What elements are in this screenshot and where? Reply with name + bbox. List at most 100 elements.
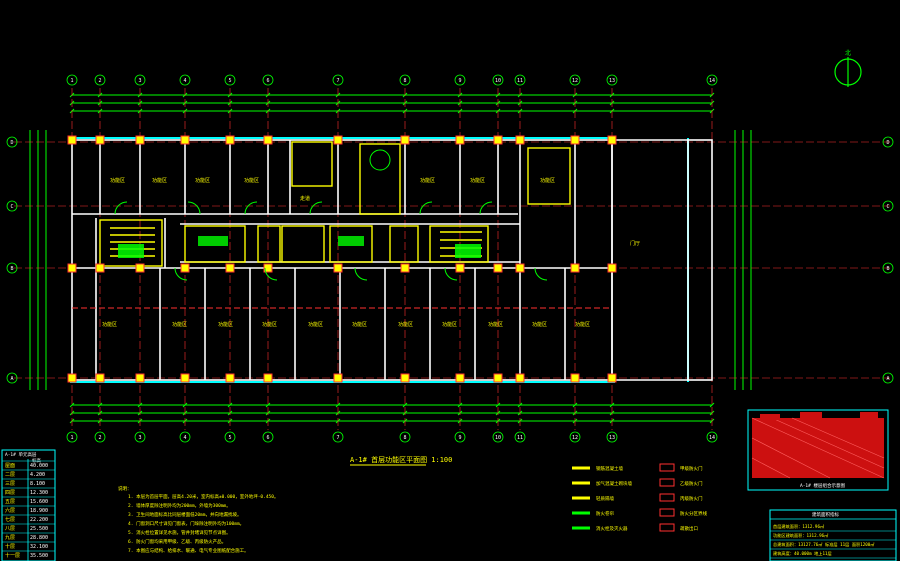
axis-bubble-label: 6: [266, 78, 269, 84]
axis-bubble-label: 5: [228, 435, 231, 441]
axis-bubble-label: 10: [495, 435, 501, 441]
legend-swatch: [659, 523, 675, 532]
axis-bubble-label: A: [10, 376, 13, 382]
axis-bubble-label: 8: [403, 435, 406, 441]
column: [333, 263, 343, 273]
axis-bubble-label: 11: [517, 435, 523, 441]
axis-bubble-label: 4: [183, 435, 186, 441]
note-line: 1. 本层为首层平面，层高4.20米，室内标高±0.000，室外地坪-0.450…: [128, 493, 278, 500]
axis-bubble: [94, 431, 106, 443]
column: [225, 373, 235, 383]
axis-bubble-label: 14: [709, 435, 715, 441]
column: [607, 373, 617, 383]
general-notes: 说明： 1. 本层为首层平面，层高4.20米，室内标高±0.000，室外地坪-0…: [118, 485, 278, 554]
elevation-value: 12.300: [30, 490, 48, 496]
axis-bubble: [224, 431, 236, 443]
column: [570, 373, 580, 383]
dimension-tick: [137, 402, 143, 408]
axis-bubble-label: 4: [183, 78, 186, 84]
column: [493, 263, 503, 273]
axis-bubble: [492, 74, 504, 86]
axis-bubble-label: A: [886, 376, 889, 382]
elevation-value: 32.100: [30, 544, 48, 550]
legend-label: 丙级防火门: [680, 495, 703, 502]
column: [400, 263, 410, 273]
column: [570, 135, 580, 145]
column: [95, 373, 105, 383]
elevation-floor: 屋面: [5, 463, 15, 469]
axis-bubble-label: 2: [98, 78, 101, 84]
legend-label: 加气混凝土砌块墙: [596, 480, 632, 487]
key-plan: A-1# 楼层组合示意图: [747, 409, 889, 491]
column: [455, 135, 465, 145]
dimension-tick: [97, 402, 103, 408]
axis-bubble: [6, 262, 18, 274]
axis-bubble: [706, 431, 718, 443]
info-line: 总建筑面积：13127.76㎡ 标准层 11层 面积1200㎡: [773, 541, 875, 548]
column: [493, 135, 503, 145]
axis-bubble: [6, 372, 18, 384]
svg-text:功能区: 功能区: [575, 321, 590, 328]
axis-bubble-label: 7: [336, 435, 339, 441]
column: [263, 373, 273, 383]
note-line: 2. 墙体厚度除注明外均为200mm，外墙为300mm。: [128, 502, 231, 509]
axis-bubble: [882, 200, 894, 212]
axis-bubble-label: C: [886, 204, 889, 210]
column: [67, 263, 77, 273]
column: [333, 373, 343, 383]
info-line: 首层建筑面积：1312.96㎡: [773, 523, 825, 530]
elevation-floor: 十一层: [5, 552, 20, 559]
elevation-floor: 二层: [5, 472, 15, 478]
axis-bubble: [332, 74, 344, 86]
axis-bubble: [399, 431, 411, 443]
axis-bubble: [94, 74, 106, 86]
column: [493, 373, 503, 383]
info-line: 功能区建筑面积：1312.96㎡: [773, 532, 829, 539]
axis-bubble-label: 3: [138, 78, 141, 84]
svg-text:功能区: 功能区: [172, 321, 187, 328]
column: [135, 373, 145, 383]
elevation-floor: 六层: [5, 507, 15, 514]
legend-swatch: [659, 463, 675, 472]
svg-text:功能区: 功能区: [262, 321, 277, 328]
svg-text:功能区: 功能区: [110, 177, 125, 184]
dimension-tick: [609, 402, 615, 408]
axis-bubble: [179, 431, 191, 443]
doors: [114, 149, 548, 281]
note-line: 7. 本图应与结构、给排水、暖通、电气专业图纸配合施工。: [128, 547, 249, 554]
axis-bubble: [882, 136, 894, 148]
legend-label: 防火卷帘: [596, 510, 614, 517]
axis-bubble: [882, 372, 894, 384]
axis-bubble-label: D: [886, 140, 889, 146]
elevation-value: 22.200: [30, 517, 48, 523]
column: [225, 263, 235, 273]
axis-bubble-label: B: [886, 266, 889, 272]
elevation-value: 40.000: [30, 463, 48, 469]
info-block-title: 建筑面积指标: [812, 511, 839, 518]
dimension-tick: [227, 402, 233, 408]
column: [400, 373, 410, 383]
dimension-tick: [402, 402, 408, 408]
axis-bubble-label: 1: [70, 435, 73, 441]
column: [607, 135, 617, 145]
column: [135, 135, 145, 145]
axis-bubble-label: C: [10, 204, 13, 210]
legend-label: 疏散出口: [680, 525, 698, 532]
legend-swatch: [659, 508, 675, 517]
svg-text:功能区: 功能区: [218, 321, 233, 328]
legend-label: 甲级防火门: [680, 465, 703, 472]
svg-text:功能区: 功能区: [102, 321, 117, 328]
elevation-floor: 五层: [5, 499, 15, 505]
elevation-floor: 七层: [5, 516, 15, 523]
elevation-table-header-label: A-1# 单元高层: [5, 451, 37, 458]
info-line: 建筑高度：40.000m 地上11层: [773, 550, 832, 557]
svg-text:功能区: 功能区: [470, 177, 485, 184]
elevation-value: 25.500: [30, 526, 48, 532]
axis-bubble-label: 8: [403, 78, 406, 84]
axis-bubble-label: 14: [709, 78, 715, 84]
stair-and-shaft-hatch: [118, 236, 481, 258]
axis-bubble-label: 7: [336, 78, 339, 84]
legend-label: 防火分区界线: [680, 510, 707, 517]
